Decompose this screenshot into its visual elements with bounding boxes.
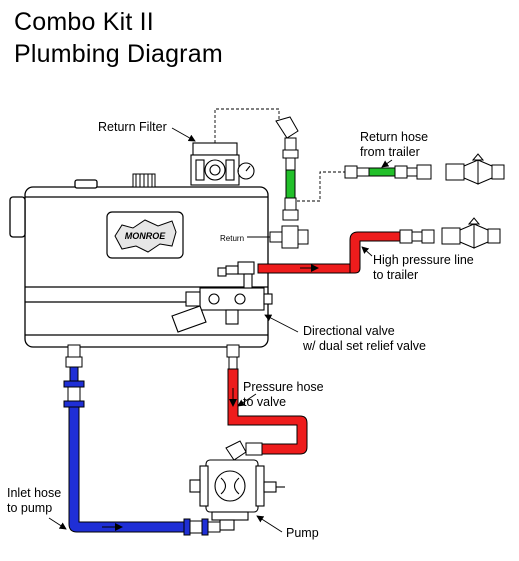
pressure-hose-label-2: to valve [243, 395, 287, 409]
inlet-hose-label-2: to pump [7, 501, 53, 515]
high-pressure-line [257, 231, 401, 274]
breather-cap [132, 173, 156, 188]
pump [189, 459, 285, 531]
return-hose [344, 153, 505, 185]
return-hose-label-2: from trailer [360, 145, 420, 159]
directional-valve [171, 261, 273, 333]
high-pressure-label-1: High pressure line [373, 253, 474, 267]
logo-plate: MONROE [106, 211, 184, 259]
directional-valve-label-2: w/ dual set relief valve [303, 339, 426, 353]
pump-label: Pump [286, 526, 319, 540]
title-line-1: Combo Kit II [14, 8, 154, 36]
return-filter-label: Return Filter [98, 120, 167, 134]
return-line-vertical [275, 116, 299, 221]
pressure-hose [225, 344, 308, 461]
inlet-hose [63, 344, 221, 536]
return-hose-label-1: Return hose [360, 130, 429, 144]
pressure-hose-label-1: Pressure hose [243, 380, 324, 394]
logo-text: MONROE [125, 231, 166, 241]
high-pressure-fittings [399, 217, 501, 249]
title-line-2: Plumbing Diagram [14, 40, 223, 68]
return-filter [190, 142, 255, 186]
return-routing-dashed [214, 108, 345, 202]
return-tee [247, 225, 309, 249]
high-pressure-label-2: to trailer [373, 268, 419, 282]
directional-valve-label-1: Directional valve [303, 324, 395, 338]
inlet-hose-label-1: Inlet hose [7, 486, 62, 500]
return-small-label: Return [220, 234, 245, 243]
